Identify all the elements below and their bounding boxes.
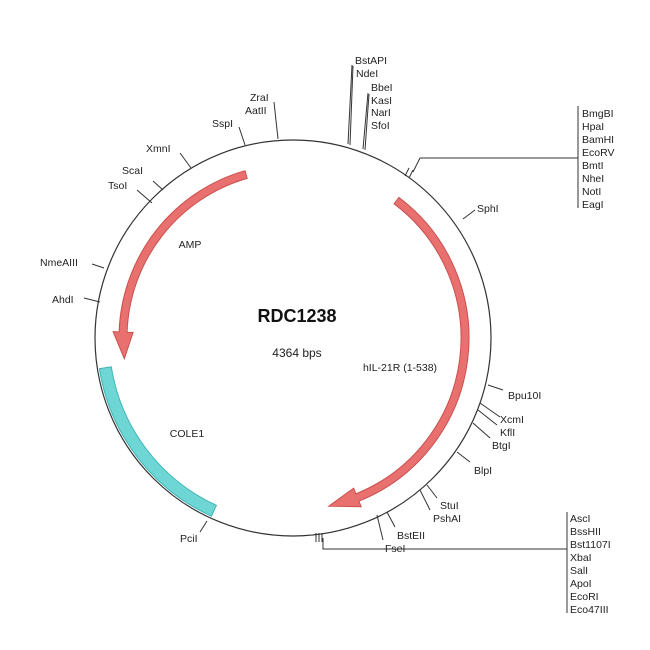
site-zrai[interactable]: ZraI xyxy=(250,92,269,104)
site-mcs-top[interactable]: EagI xyxy=(582,199,604,211)
hil21r-arrow[interactable] xyxy=(327,196,470,508)
site-stui[interactable]: StuI xyxy=(440,500,459,512)
site-xcmi[interactable]: XcmI xyxy=(500,414,524,426)
site-mcs-top[interactable]: EcoRV xyxy=(582,147,615,159)
site-kfli[interactable]: KflI xyxy=(500,427,515,439)
site-sphi[interactable]: SphI xyxy=(477,203,499,215)
backbone-circle xyxy=(94,139,492,537)
site-scai[interactable]: ScaI xyxy=(122,165,143,177)
site-mcs-top[interactable]: BamHI xyxy=(582,134,614,146)
site-bstapi[interactable]: BstAPI xyxy=(355,55,387,67)
site-bsteii[interactable]: BstEII xyxy=(397,530,425,542)
site-xmni[interactable]: XmnI xyxy=(146,143,171,155)
site-mcs-top[interactable]: NotI xyxy=(582,186,601,198)
site-btgi[interactable]: BtgI xyxy=(492,440,511,452)
amp-arrow[interactable] xyxy=(112,170,248,361)
site-nari[interactable]: NarI xyxy=(371,107,391,119)
site-tsoi[interactable]: TsoI xyxy=(108,180,127,192)
site-mcs-bottom[interactable]: Eco47III xyxy=(570,604,609,616)
site-mcs-bottom[interactable]: ApoI xyxy=(570,578,592,590)
plasmid-name: RDC1238 xyxy=(257,306,336,326)
site-ahdi[interactable]: AhdI xyxy=(52,294,74,306)
site-mcs-top[interactable]: BmtI xyxy=(582,160,604,172)
site-pcii[interactable]: PciI xyxy=(180,533,198,545)
cole1-label: COLE1 xyxy=(170,428,205,440)
site-mcs-bottom[interactable]: EcoRI xyxy=(570,591,599,603)
site-ndei[interactable]: NdeI xyxy=(356,68,378,80)
site-aatii[interactable]: AatII xyxy=(245,105,267,117)
site-mcs-top[interactable]: BmgBI xyxy=(582,108,614,120)
site-sfoi[interactable]: SfoI xyxy=(371,120,390,132)
site-pshai[interactable]: PshAI xyxy=(433,513,461,525)
site-ticks xyxy=(83,64,579,613)
site-fsei[interactable]: FseI xyxy=(385,543,405,555)
site-mcs-bottom[interactable]: AscI xyxy=(570,513,590,525)
site-mcs-bottom[interactable]: Bst1107I xyxy=(570,539,611,551)
mcs-top-list: BmgBI HpaI BamHI EcoRV BmtI NheI NotI Ea… xyxy=(582,108,615,211)
site-blpi[interactable]: BlpI xyxy=(474,465,492,477)
hil21r-label: hIL-21R (1-538) xyxy=(363,362,437,374)
site-bbei[interactable]: BbeI xyxy=(371,82,393,94)
site-nmeaiii[interactable]: NmeAIII xyxy=(40,257,78,269)
site-mcs-bottom[interactable]: XbaI xyxy=(570,552,592,564)
site-mcs-top[interactable]: HpaI xyxy=(582,121,604,133)
site-mcs-bottom[interactable]: BssHII xyxy=(570,526,601,538)
amp-label: AMP xyxy=(179,239,202,251)
site-sspi[interactable]: SspI xyxy=(212,118,233,130)
site-mcs-top[interactable]: NheI xyxy=(582,173,604,185)
site-kasi[interactable]: KasI xyxy=(371,95,392,107)
site-mcs-bottom[interactable]: SalI xyxy=(570,565,588,577)
cole1-feature[interactable] xyxy=(98,366,218,517)
mcs-bottom-list: AscI BssHII Bst1107I XbaI SalI ApoI EcoR… xyxy=(570,513,611,616)
plasmid-size: 4364 bps xyxy=(272,346,321,360)
site-bpu10i[interactable]: Bpu10I xyxy=(508,390,541,402)
